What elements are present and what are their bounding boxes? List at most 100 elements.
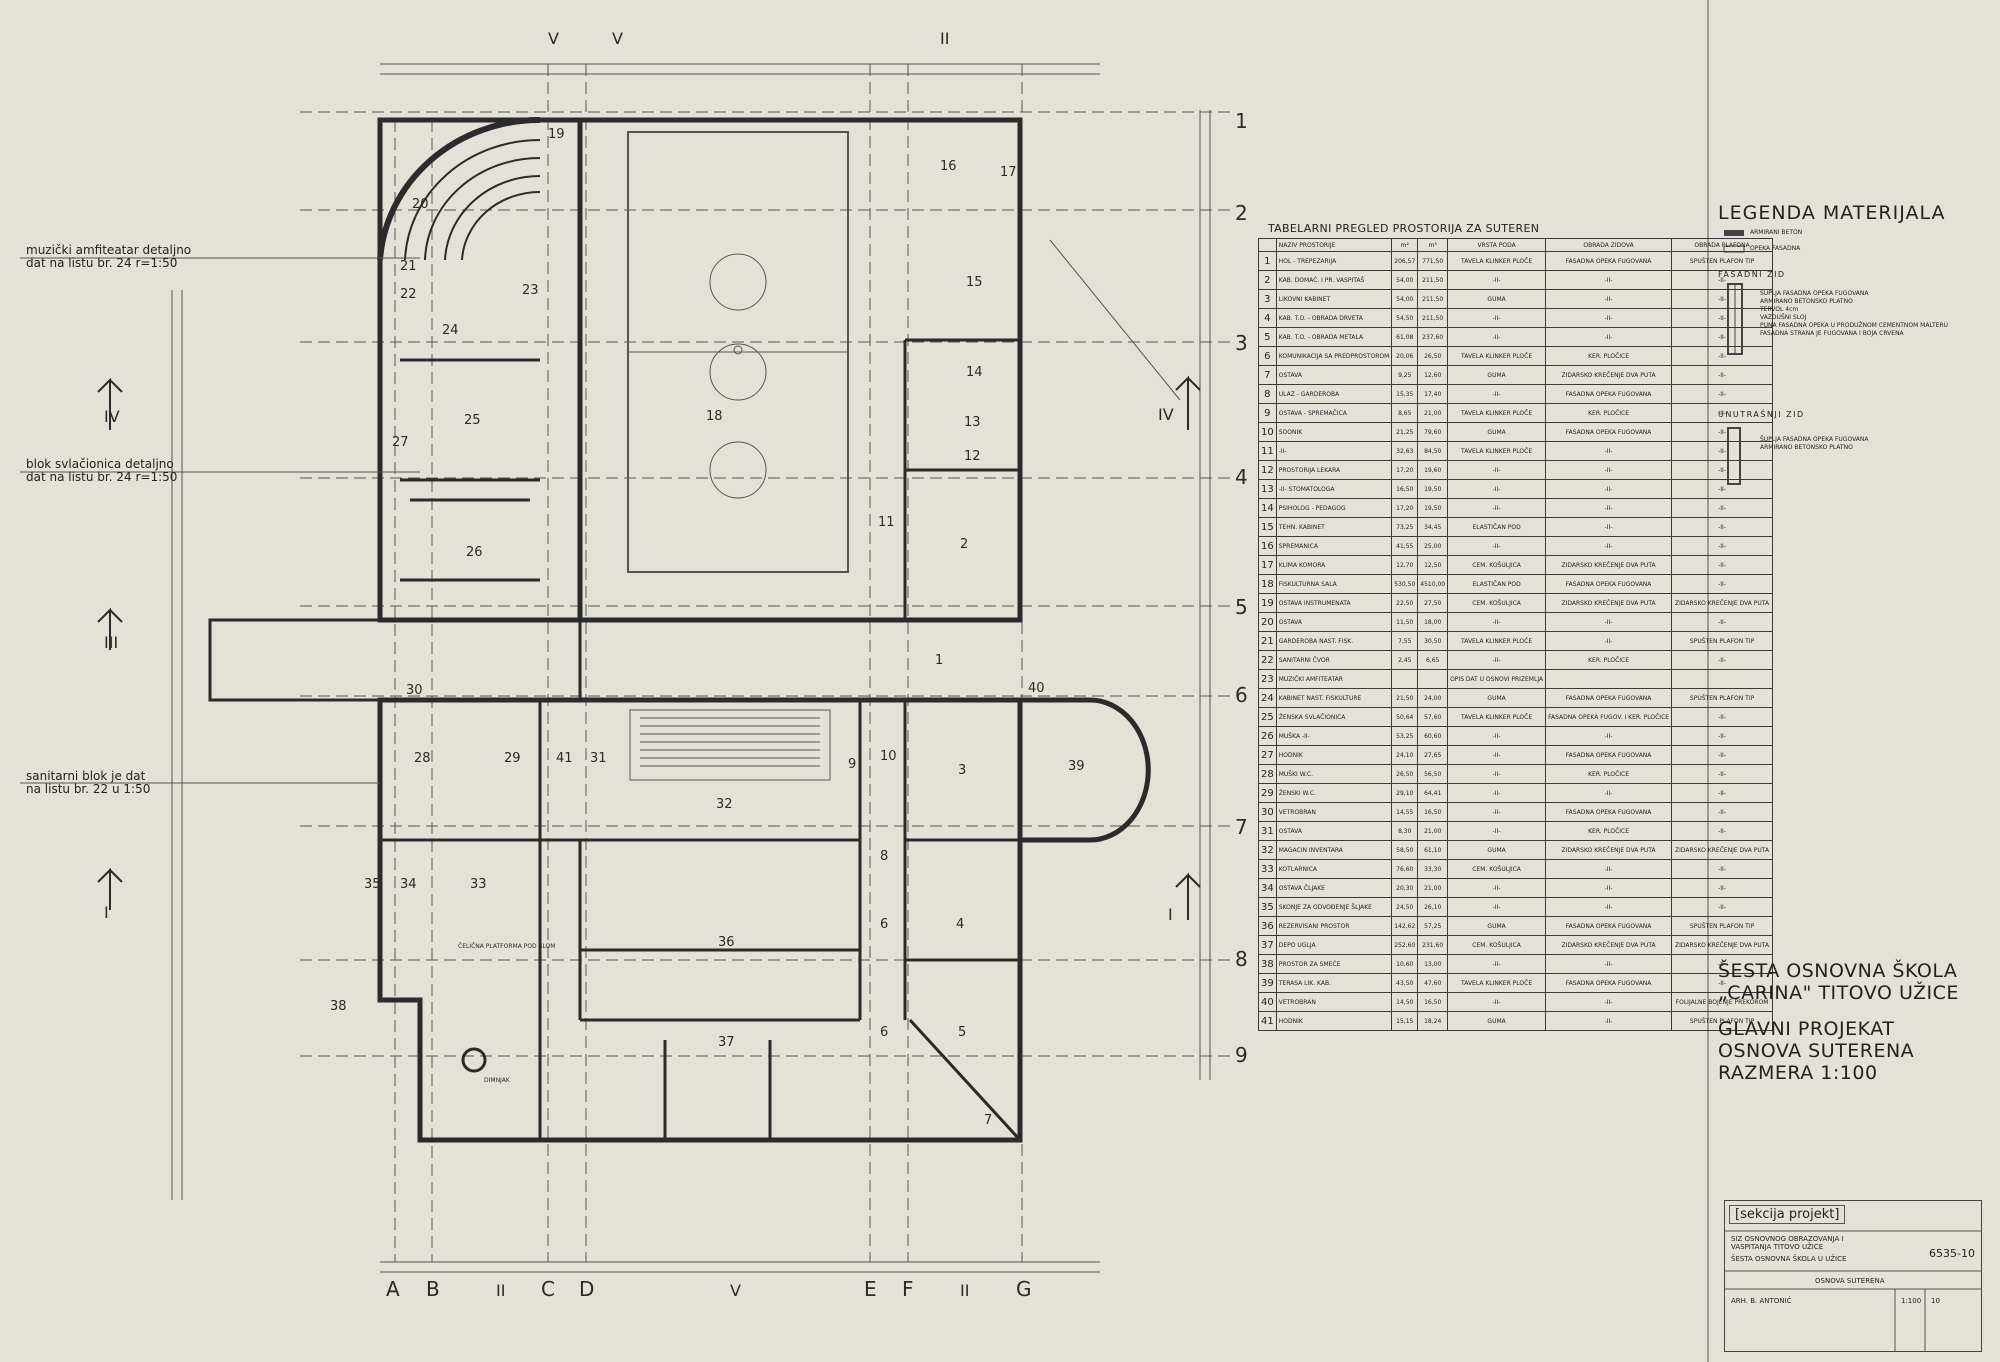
table-cell: OSTAVA <box>1275 612 1393 632</box>
table-cell: FASADNA OPEKA FUGOVANA <box>1545 973 1673 993</box>
table-cell: -II- <box>1671 460 1774 480</box>
table-cell: TAVELA KLINKER PLOČE <box>1447 631 1547 651</box>
table-cell: 6,65 <box>1417 650 1449 670</box>
table-cell: 14,50 <box>1391 992 1419 1012</box>
grid-row-label: 8 <box>1235 947 1248 971</box>
table-cell: 22 <box>1258 650 1277 670</box>
table-cell: 12 <box>1258 460 1277 480</box>
room-number: 16 <box>940 159 957 174</box>
table-cell: -II- <box>1671 897 1774 917</box>
table-cell: -II- <box>1447 384 1547 404</box>
table-cell: GUMA <box>1447 1011 1547 1031</box>
table-cell: 4 <box>1258 308 1277 328</box>
table-cell: PROSTORIJA LEKARA <box>1275 460 1393 480</box>
grid-row-label: 9 <box>1235 1043 1248 1067</box>
table-cell: -II- <box>1671 821 1774 841</box>
table-cell: -II- <box>1671 498 1774 518</box>
table-cell: KAB. T.O. - OBRADA DRVETA <box>1275 308 1393 328</box>
table-cell: 211,50 <box>1417 270 1449 290</box>
table-cell: FASADNA OPEKA FUGOV. I KER. PLOČICE <box>1545 707 1673 727</box>
table-cell: SPUŠTEN PLAFON TIP <box>1671 1011 1774 1031</box>
chimney-label: DIMNJAK <box>484 1077 511 1084</box>
table-cell: KABINET NAST. FISKULTURE <box>1275 688 1393 708</box>
table-cell <box>1671 669 1774 689</box>
table-cell: 20 <box>1258 612 1277 632</box>
table-cell: 29 <box>1258 783 1277 803</box>
table-cell: CEM. KOŠULJICA <box>1447 555 1547 575</box>
table-cell: -II- <box>1671 802 1774 822</box>
room-number: 6 <box>880 1025 888 1040</box>
table-cell: 211,50 <box>1417 289 1449 309</box>
table-cell: 21,00 <box>1417 878 1449 898</box>
table-cell: 4510,00 <box>1417 574 1449 594</box>
table-cell: 58,50 <box>1391 840 1419 860</box>
table-cell: 25 <box>1258 707 1277 727</box>
table-cell: ZIDARSKO KREČENJE DVA PUTA <box>1545 935 1673 955</box>
table-cell: -II- <box>1447 726 1547 746</box>
table-cell: 84,50 <box>1417 441 1449 461</box>
table-cell: -II- <box>1545 631 1673 651</box>
stamp-grid <box>1725 1230 1981 1351</box>
table-cell: VETROBRAN <box>1275 802 1393 822</box>
table-header-cell: VRSTA PODA <box>1447 238 1547 252</box>
table-cell: FASADNA OPEKA FUGOVANA <box>1545 422 1673 442</box>
table-header-cell: m² <box>1391 238 1419 252</box>
table-cell: 57,60 <box>1417 707 1449 727</box>
table-cell: 40 <box>1258 992 1277 1012</box>
room-number: 40 <box>1028 681 1045 696</box>
room-number: 23 <box>522 283 539 298</box>
table-cell: -II- <box>1545 517 1673 537</box>
table-cell: -II- <box>1447 878 1547 898</box>
room-number: 20 <box>412 197 429 212</box>
table-cell: -II- <box>1447 821 1547 841</box>
table-cell: 19 <box>1258 593 1277 613</box>
room-number: 41 <box>556 751 573 766</box>
table-cell: 17,40 <box>1417 384 1449 404</box>
grid-row-label: 1 <box>1235 109 1248 133</box>
grid-col-label: G <box>1016 1277 1032 1301</box>
note-line: blok svlačionica detaljno <box>26 457 174 471</box>
grid-row-label: 6 <box>1235 683 1248 707</box>
table-cell: MUŠKA -II- <box>1275 726 1393 746</box>
table-cell: -II- <box>1545 1011 1673 1031</box>
table-cell: 13,00 <box>1417 954 1449 974</box>
room-number: 24 <box>442 323 459 338</box>
table-cell: TAVELA KLINKER PLOČE <box>1447 707 1547 727</box>
room-number: 6 <box>880 917 888 932</box>
note-changing-block: blok svlačionica detaljno dat na listu b… <box>26 458 177 484</box>
table-cell: GUMA <box>1447 422 1547 442</box>
table-cell: SPUŠTEN PLAFON TIP <box>1671 688 1774 708</box>
table-cell: 22,50 <box>1391 593 1419 613</box>
table-cell: -II- <box>1447 308 1547 328</box>
table-cell: MAGACIN INVENTARA <box>1275 840 1393 860</box>
table-cell: 7,55 <box>1391 631 1419 651</box>
table-cell: -II- <box>1671 517 1774 537</box>
room-number: 19 <box>548 127 565 142</box>
table-cell: 5 <box>1258 327 1277 347</box>
table-cell: 30 <box>1258 802 1277 822</box>
table-cell: 28 <box>1258 764 1277 784</box>
table-cell: -II- <box>1447 992 1547 1012</box>
grid-row-label: 3 <box>1235 331 1248 355</box>
table-cell: KAB. T.O. - OBRADA METALA <box>1275 327 1393 347</box>
table-cell: GUMA <box>1447 289 1547 309</box>
table-cell: -II- <box>1671 479 1774 499</box>
table-caption: TABELARNI PREGLED PROSTORIJA ZA SUTEREN <box>1268 222 1540 235</box>
scale-label: RAZMERA 1:100 <box>1718 1062 1878 1084</box>
table-cell: -II- <box>1275 441 1393 461</box>
